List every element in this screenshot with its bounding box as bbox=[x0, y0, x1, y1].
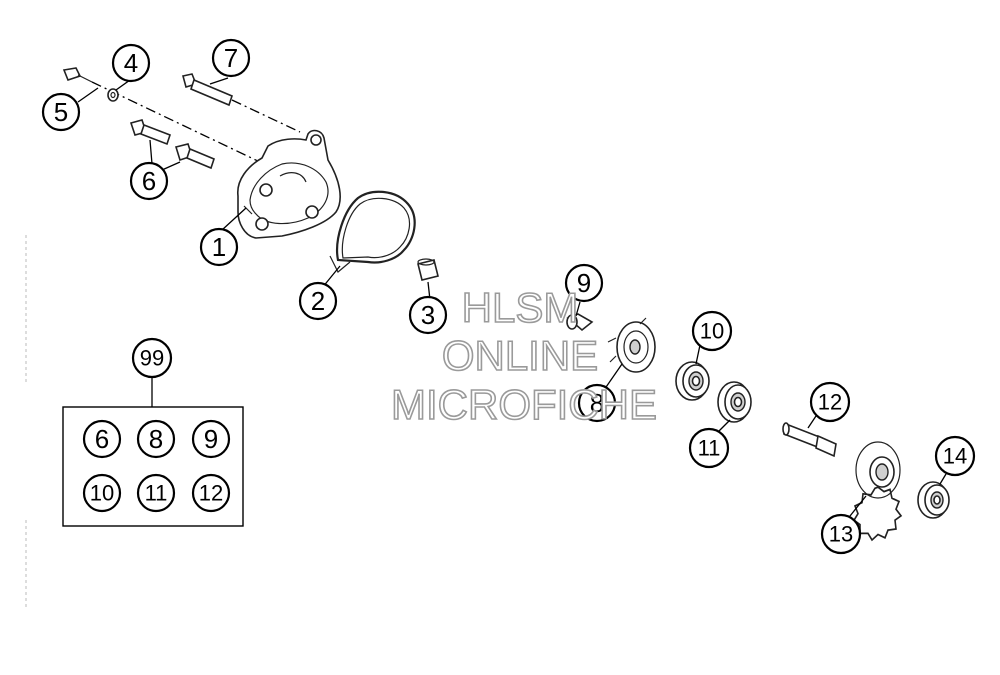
callout-5[interactable]: 5 bbox=[41, 92, 81, 132]
pump-cover-drawing bbox=[237, 129, 341, 239]
svg-text:3: 3 bbox=[421, 300, 435, 330]
callout-7[interactable]: 7 bbox=[211, 38, 251, 78]
sleeve-drawing bbox=[417, 258, 439, 281]
svg-text:8: 8 bbox=[590, 388, 604, 418]
svg-text:10: 10 bbox=[90, 481, 114, 506]
callout-9[interactable]: 9 bbox=[564, 263, 604, 303]
callout-14[interactable]: 14 bbox=[934, 435, 976, 477]
bolt-6a-drawing bbox=[129, 119, 172, 146]
kit-item-11[interactable]: 11 bbox=[136, 473, 176, 513]
watermark-line-2: ONLINE bbox=[442, 332, 598, 379]
svg-text:7: 7 bbox=[224, 43, 238, 73]
pin-drawing bbox=[566, 313, 594, 332]
svg-text:99: 99 bbox=[140, 346, 164, 371]
svg-text:5: 5 bbox=[54, 97, 68, 127]
kit-item-9[interactable]: 9 bbox=[191, 419, 231, 459]
bearing-14-drawing bbox=[917, 481, 950, 519]
washer-4-drawing bbox=[107, 88, 119, 102]
callout-11[interactable]: 11 bbox=[688, 427, 730, 469]
svg-text:9: 9 bbox=[577, 268, 591, 298]
shaft-drawing bbox=[782, 422, 837, 458]
svg-text:11: 11 bbox=[698, 436, 721, 461]
svg-text:11: 11 bbox=[145, 481, 168, 506]
callout-4[interactable]: 4 bbox=[111, 43, 151, 83]
svg-text:4: 4 bbox=[124, 48, 138, 78]
callout-12[interactable]: 12 bbox=[809, 381, 851, 423]
watermark-line-3: MICROFICHE bbox=[391, 381, 657, 428]
bearing-11-drawing bbox=[717, 381, 752, 423]
impeller-drawing bbox=[607, 317, 656, 373]
svg-text:6: 6 bbox=[95, 424, 109, 454]
callout-10[interactable]: 10 bbox=[691, 310, 733, 352]
svg-text:2: 2 bbox=[311, 286, 325, 316]
bolt-7-drawing bbox=[182, 73, 301, 133]
callout-13[interactable]: 13 bbox=[820, 513, 862, 555]
bolt-5-drawing bbox=[62, 67, 263, 164]
gear-drawing bbox=[852, 441, 903, 542]
watermark: HLSM ONLINE MICROFICHE bbox=[390, 283, 658, 429]
callout-6[interactable]: 6 bbox=[129, 161, 169, 201]
svg-text:10: 10 bbox=[700, 319, 724, 344]
bolt-6b-drawing bbox=[174, 143, 215, 170]
svg-text:13: 13 bbox=[829, 522, 853, 547]
callout-1[interactable]: 1 bbox=[199, 227, 239, 267]
callout-8[interactable]: 8 bbox=[577, 383, 617, 423]
callout-99[interactable]: 99 bbox=[131, 337, 173, 379]
gasket-drawing bbox=[329, 190, 416, 273]
callout-3[interactable]: 3 bbox=[408, 295, 448, 335]
svg-text:8: 8 bbox=[149, 424, 163, 454]
kit-item-10[interactable]: 10 bbox=[82, 473, 122, 513]
svg-text:12: 12 bbox=[199, 481, 223, 506]
svg-text:6: 6 bbox=[142, 166, 156, 196]
watermark-line-1: HLSM bbox=[462, 284, 579, 331]
svg-text:14: 14 bbox=[943, 444, 967, 469]
svg-text:1: 1 bbox=[212, 232, 226, 262]
callout-2[interactable]: 2 bbox=[298, 281, 338, 321]
kit-item-12[interactable]: 12 bbox=[191, 473, 231, 513]
kit-item-6[interactable]: 6 bbox=[82, 419, 122, 459]
svg-text:9: 9 bbox=[204, 424, 218, 454]
svg-text:12: 12 bbox=[818, 390, 842, 415]
bearing-10-drawing bbox=[675, 361, 710, 401]
kit-item-8[interactable]: 8 bbox=[136, 419, 176, 459]
